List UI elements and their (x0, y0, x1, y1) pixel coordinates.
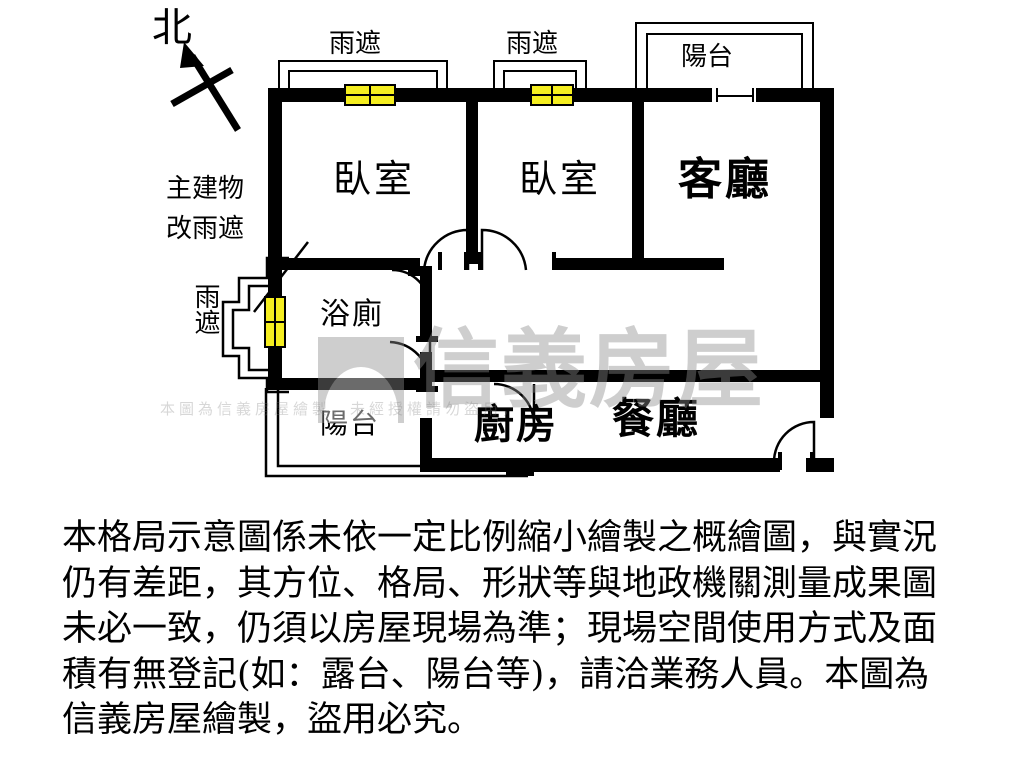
room-label-bedroom-2: 臥室 (519, 157, 602, 201)
rear-balcony-door-icon (493, 382, 536, 425)
exterior-wall-left-upper (268, 88, 282, 270)
partition-kitchen-left (420, 418, 432, 472)
bathroom-door-icon (391, 268, 432, 309)
partition-corridor-to-living (644, 258, 724, 270)
bedroom2-door-jamb-b (552, 252, 556, 270)
bedroom2-window (530, 84, 574, 106)
canopy-top-mid-inner (503, 70, 577, 98)
room-label-kitchen: 廚房 (474, 401, 558, 448)
bedroom2-door-icon (480, 228, 528, 271)
balcony-front-inner (646, 33, 803, 98)
partition-kitchen-dining-top (432, 370, 834, 382)
main-building-note-line1: 主建物 (166, 174, 245, 204)
entrance-door-jamb-right (810, 452, 814, 470)
disclaimer-text: 本格局示意圖係未依一定比例縮小繪製之概繪圖，與實況仍有差距，其方位、格局、形狀等… (62, 518, 938, 740)
bedroom1-door-jamb-a (438, 252, 442, 270)
balcony-door-leaf (716, 95, 754, 97)
exterior-wall-right (820, 88, 834, 418)
north-arrow-icon (150, 8, 260, 143)
partition-bedroom2-bottom (556, 258, 644, 270)
balcony-front-label: 陽台 (681, 42, 734, 72)
canopy-top-mid-label: 雨遮 (506, 29, 559, 59)
main-building-note-leader (253, 241, 309, 313)
balcony-rear-edge (506, 466, 534, 476)
entrance-door-icon (772, 420, 816, 463)
kitchen-door-jamb-a (416, 336, 438, 342)
partition-bedroom1-bottom (268, 258, 420, 270)
entrance-door-jamb-left (778, 452, 782, 470)
room-label-dining-room: 餐廳 (612, 394, 701, 443)
partition-bathroom-bottom (268, 378, 432, 390)
room-label-bathroom: 浴廁 (320, 297, 384, 332)
bathroom-window (264, 296, 286, 348)
main-building-note-line2: 改雨遮 (166, 214, 245, 244)
kitchen-door-jamb-b (416, 386, 438, 392)
canopy-top-left-outer (278, 60, 448, 98)
canopy-left-side-label: 雨遮 (190, 283, 220, 335)
room-label-balcony-rear: 陽台 (320, 407, 381, 440)
canopy-top-left-label: 雨遮 (329, 29, 382, 59)
bedroom1-window (344, 84, 396, 106)
exterior-wall-top-right (756, 88, 834, 102)
balcony-rear-outline (264, 388, 528, 478)
room-label-bedroom-1: 臥室 (333, 157, 416, 201)
kitchen-door-icon (389, 340, 432, 385)
canopy-top-left-inner (288, 70, 438, 98)
room-label-living-room: 客廳 (678, 154, 772, 205)
partition-bedroom2-living (632, 88, 644, 264)
balcony-front-outer (635, 22, 814, 98)
canopy-top-mid-outer (493, 60, 587, 98)
bathroom-door-header (408, 266, 432, 276)
bedroom1-door-jamb-b (464, 252, 468, 270)
compass-label: 北 (152, 5, 192, 51)
exterior-wall-top-left (268, 88, 712, 102)
partition-bedroom1-bedroom2 (466, 88, 478, 264)
bedroom2-door-jamb-a (478, 252, 482, 270)
floor-plan: 北 雨遮 雨遮 陽台 (150, 5, 834, 478)
bedroom1-door-icon (422, 228, 470, 271)
